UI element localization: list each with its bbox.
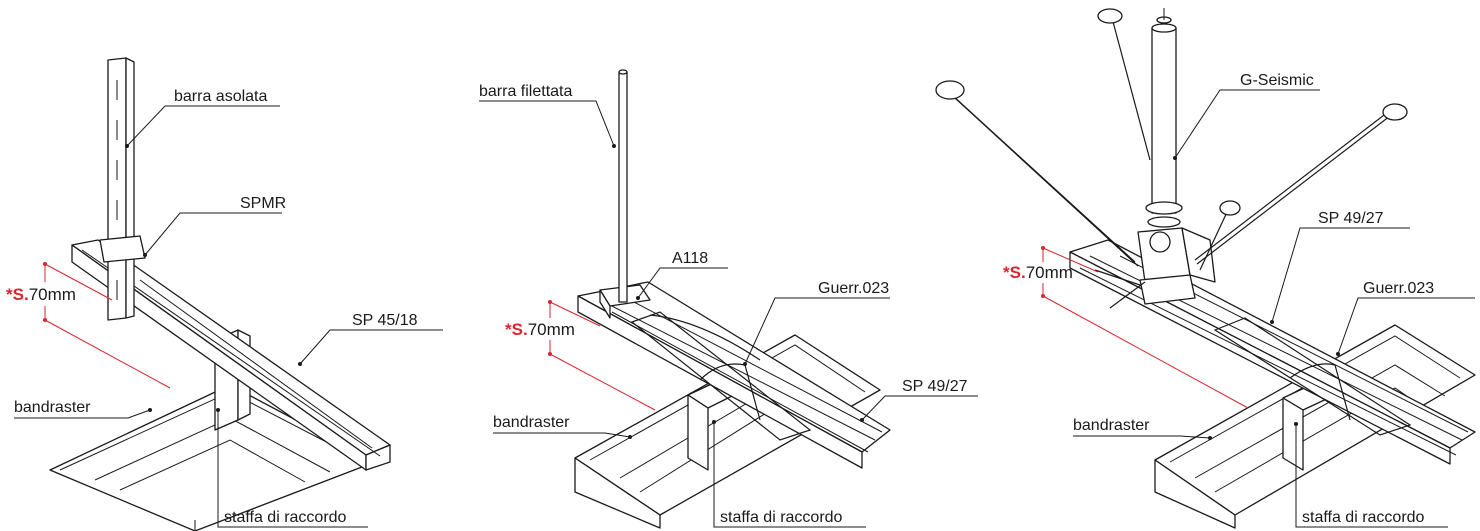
label-barra-filettata: barra filettata [479,83,572,100]
dimension-label-1: *S.70mm [6,285,76,304]
label-staffa-2: staffa di raccordo [720,509,843,526]
dimension-label-2: *S.70mm [505,320,575,339]
label-guerr-3: Guerr.023 [1363,280,1434,297]
dimension-3: *S.70mm [1003,246,1249,409]
panel-1: *S.70mm barra asolata SPMR SP 45/18 band… [6,57,443,531]
seismic-braces [935,8,1408,309]
label-sp-49-27-2: SP 49/27 [902,378,968,395]
slotted-rod-1 [107,57,135,321]
label-bandraster-1: bandraster [14,399,91,416]
label-guerr-2: Guerr.023 [818,280,889,297]
label-bandraster-3: bandraster [1073,417,1150,434]
dimension-2: *S.70mm [505,300,656,411]
label-staffa-1: staffa di raccordo [224,509,347,526]
dimension-label-3: *S.70mm [1003,263,1073,282]
panel-2: *S.70mm barra filettata A118 Guerr.023 S… [479,69,978,529]
spmr-clip-1 [99,235,146,263]
sp-profile-2 [577,281,891,469]
g-seismic-device [1137,8,1216,305]
guerr-connector-3 [1213,317,1412,436]
label-spmr: SPMR [240,195,286,212]
label-sp-45-18: SP 45/18 [352,312,418,329]
threaded-rod-2 [618,69,628,303]
label-staffa-3: staffa di raccordo [1302,509,1425,526]
label-sp-49-27-3: SP 49/27 [1318,210,1384,227]
panel-3: *S.70mm G-Seismic SP 49/27 Guerr.023 ban… [935,8,1476,529]
dimension-1: *S.70mm [6,262,171,389]
label-a118: A118 [672,250,708,267]
label-barra-asolata: barra asolata [174,88,267,105]
label-g-seismic: G-Seismic [1240,72,1314,89]
sp-profile-1 [71,239,391,471]
label-bandraster-2: bandraster [493,414,570,431]
